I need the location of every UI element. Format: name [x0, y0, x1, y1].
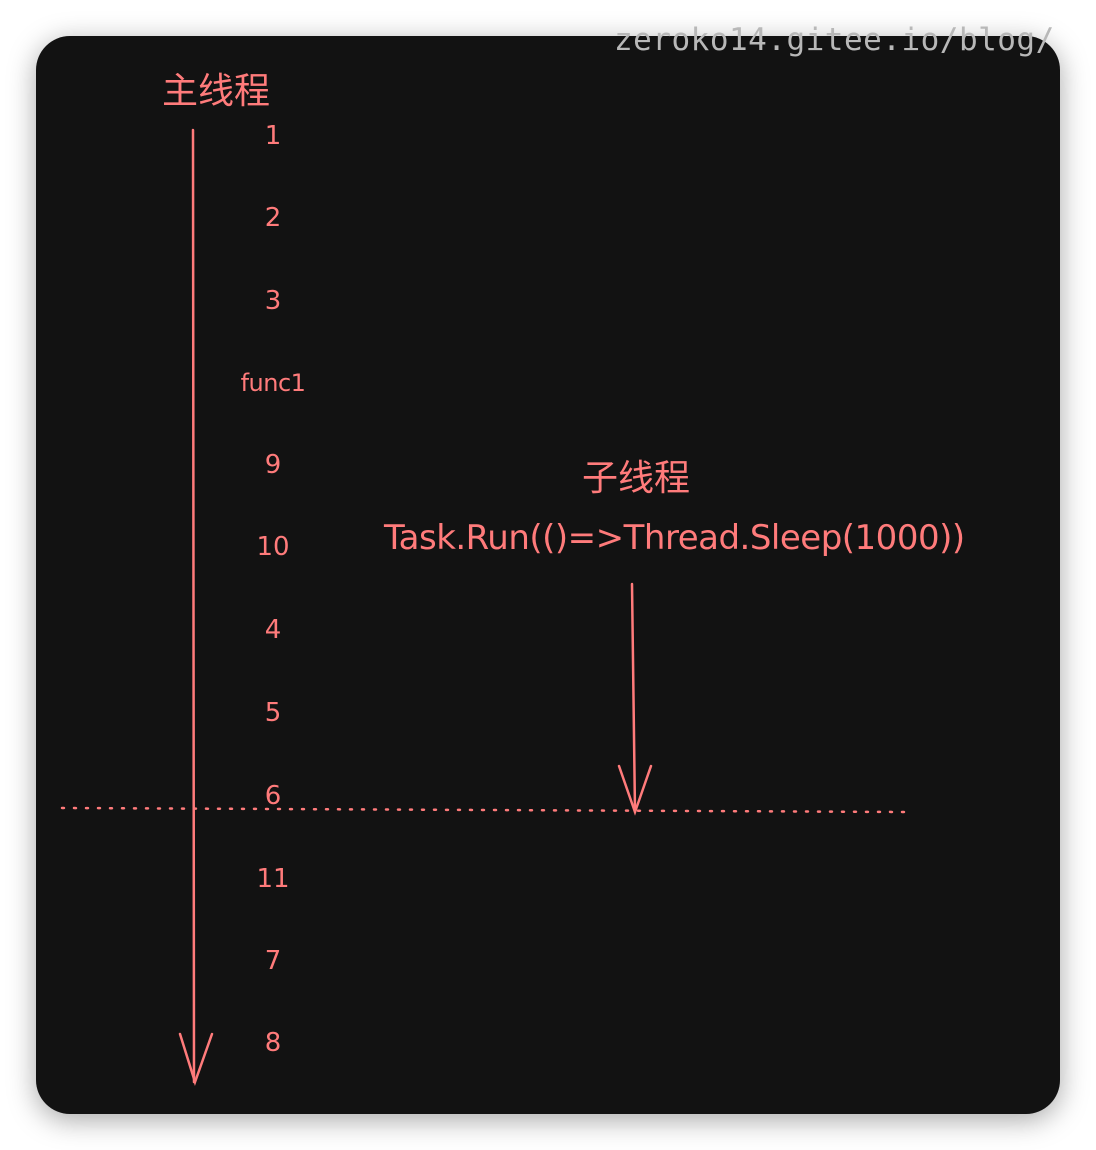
diagram-canvas	[36, 36, 1060, 1114]
step-label: func1	[240, 369, 306, 397]
main-thread-arrow	[178, 128, 214, 1086]
step-label: 10	[256, 532, 290, 562]
step-label: 6	[264, 781, 282, 811]
sub-thread-arrow	[617, 582, 653, 816]
main-thread-title: 主线程	[162, 71, 271, 112]
sub-thread-code: Task.Run(()=>Thread.Sleep(1000))	[384, 518, 965, 558]
step-label: 8	[264, 1028, 282, 1058]
watermark: zeroko14.gitee.io/blog/	[614, 22, 1055, 58]
sync-dotted-line	[60, 806, 907, 814]
step-label: 1	[264, 121, 282, 151]
step-label: 5	[264, 698, 282, 728]
sub-thread-title: 子线程	[582, 458, 691, 499]
step-label: 3	[264, 286, 282, 316]
step-label: 2	[264, 203, 282, 233]
step-label: 9	[264, 450, 282, 480]
step-label: 4	[264, 615, 282, 645]
step-label: 11	[256, 864, 290, 894]
step-label: 7	[264, 946, 282, 976]
